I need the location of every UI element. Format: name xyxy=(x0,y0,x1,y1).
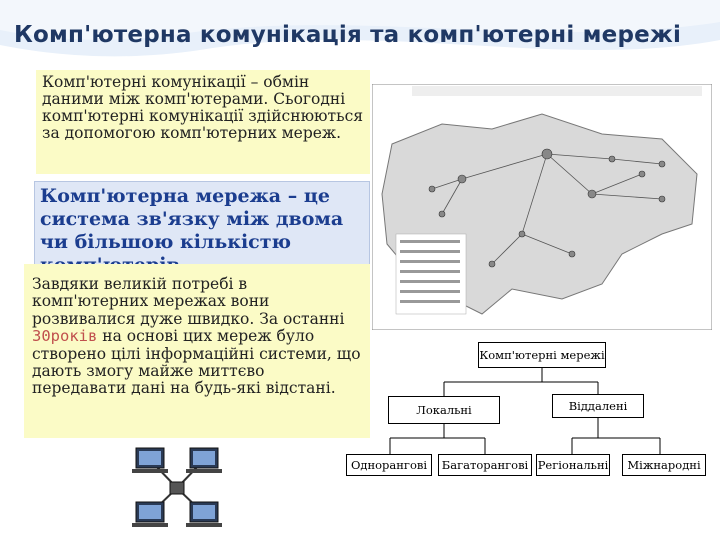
header-wave-decoration xyxy=(0,0,720,57)
ukraine-network-map xyxy=(372,84,712,330)
chart-node-local: Локальні xyxy=(388,396,500,424)
network-types-chart: Комп'ютерні мережі Локальні Віддалені Од… xyxy=(340,336,720,486)
definition-communication: Комп'ютерні комунікації – обмін даними м… xyxy=(36,70,370,174)
chart-node-multirank: Багаторангові xyxy=(438,454,532,476)
page-title: Комп'ютерна комунікація та комп'ютерні м… xyxy=(14,22,682,48)
computer-network-illustration xyxy=(132,447,222,527)
definition-network: Комп'ютерна мережа – це система зв'язку … xyxy=(34,181,370,276)
networks-history-text: Завдяки великій потребі в комп'ютерних м… xyxy=(24,264,370,438)
chart-node-international: Міжнародні xyxy=(622,454,706,476)
years-highlight: 30років xyxy=(32,327,98,346)
chart-connectors xyxy=(389,368,661,454)
chart-node-regional: Регіональні xyxy=(536,454,610,476)
chart-root-node: Комп'ютерні мережі xyxy=(478,342,606,368)
chart-node-peer: Однорангові xyxy=(346,454,432,476)
chart-node-remote: Віддалені xyxy=(552,394,644,418)
